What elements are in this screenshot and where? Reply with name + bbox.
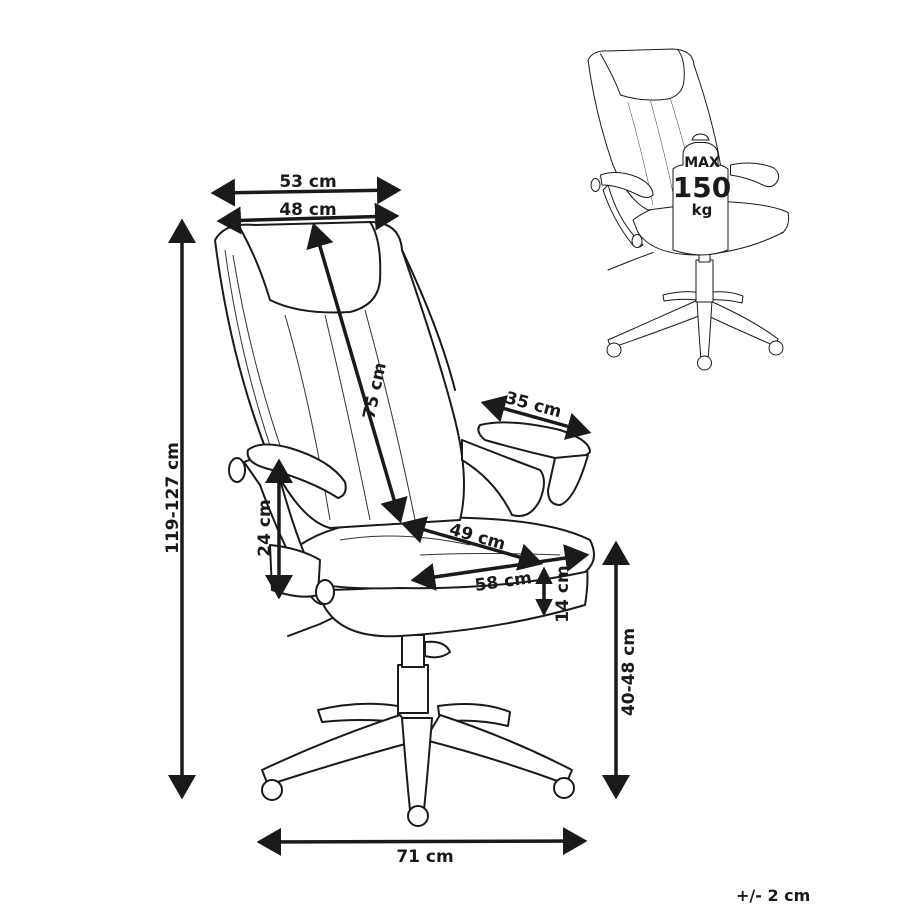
dimension-backrest-width: 48 cm (216, 200, 400, 235)
label-overall-height: 119-127 cm (163, 442, 183, 554)
dimension-overall-height: 119-127 cm (163, 218, 196, 800)
caster-right (553, 777, 575, 799)
dimension-overall-width: 53 cm (210, 172, 402, 207)
dimension-seat-height: 40-48 cm (602, 540, 639, 800)
label-overall-width: 53 cm (279, 172, 336, 192)
load-value-text: 150 (673, 171, 731, 204)
gas-cylinder (397, 664, 429, 714)
weight-icon (672, 142, 729, 256)
dimension-armrest-height: 24 cm (255, 458, 293, 600)
load-unit-text: kg (692, 201, 713, 219)
load-max-text: MAX (684, 155, 720, 171)
label-base-width: 71 cm (396, 847, 453, 867)
label-armrest-height: 24 cm (255, 499, 275, 556)
label-backrest-width: 48 cm (279, 200, 336, 220)
load-capacity-illustration (587, 48, 790, 371)
label-seat-height: 40-48 cm (619, 628, 639, 716)
right-armrest (461, 421, 591, 517)
dimension-base-width: 71 cm (256, 827, 588, 867)
load-capacity-label: MAX 150 kg (673, 155, 731, 219)
caster-left (261, 779, 283, 801)
chair-base (261, 634, 575, 827)
tolerance-note: +/- 2 cm (736, 886, 811, 905)
dimension-seat-thickness: 14 cm (535, 565, 573, 623)
label-seat-thickness: 14 cm (553, 565, 573, 622)
caster-front (407, 805, 429, 827)
